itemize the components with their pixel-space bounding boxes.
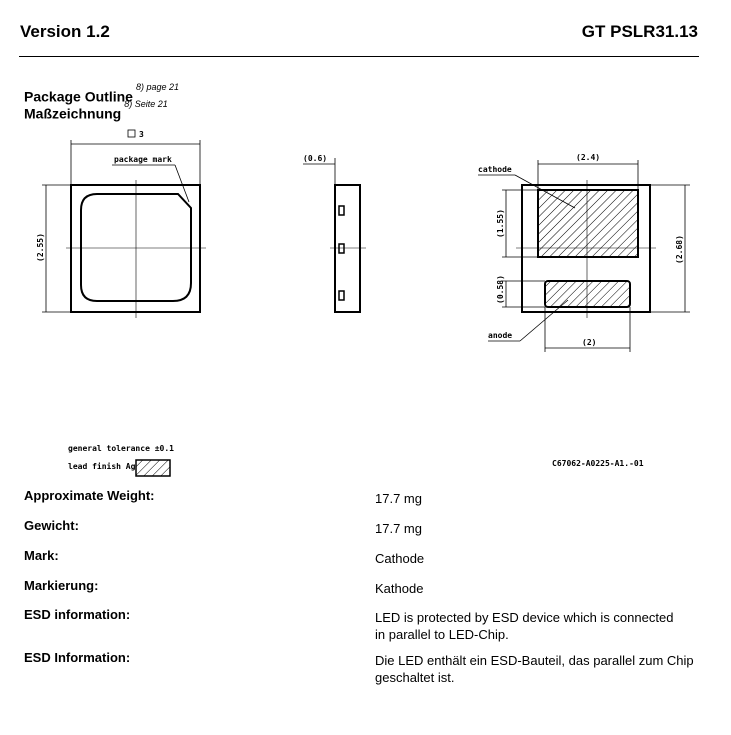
bottom-view: (2.4) cathode (1.55) (0.58) (2.68) anode… — [478, 153, 690, 352]
section-ref-de: 8) Seite 21 — [124, 99, 168, 109]
section-title-de-text: Maßzeichnung — [24, 105, 122, 122]
product-name: GT PSLR31.13 — [581, 22, 698, 41]
top-view: 3 package mark (2.55) — [36, 129, 206, 318]
dimension-left: (2.55) — [36, 233, 45, 262]
dimension-top-right: (2.4) — [576, 153, 600, 162]
cathode-pad — [537, 189, 639, 258]
section-ref-en: 8) page 21 — [135, 82, 179, 92]
lens-outline — [80, 193, 192, 302]
header-divider — [19, 56, 699, 57]
package-body-side — [334, 184, 361, 313]
spec-label-mark: Mark: — [24, 548, 59, 563]
section-title-en-text: Package Outline — [24, 88, 133, 105]
spec-value-markierung: Kathode — [375, 581, 424, 596]
spec-value-mark: Cathode — [375, 551, 425, 566]
side-dimension: (0.6) — [303, 154, 327, 163]
dimension-cathode-height: (1.55) — [496, 209, 505, 238]
package-mark-label: package mark — [114, 155, 172, 164]
spec-label-esd-de: ESD Information: — [24, 650, 131, 665]
package-outline-drawing: 3 package mark (2.55) (0.6) (2.4) — [36, 129, 690, 477]
spec-value-esd-en: LED is protected by ESD device which is … — [375, 610, 674, 642]
general-tolerance: general tolerance ±0.1 — [68, 444, 174, 453]
section-title-de: Maßzeichnung8) Seite 21 — [24, 99, 168, 122]
package-body-top — [70, 184, 201, 313]
spec-value-gewicht: 17.7 mg — [375, 521, 422, 536]
side-view: (0.6) — [303, 154, 366, 313]
spec-label-markierung: Markierung: — [24, 578, 99, 593]
lead-finish-swatch — [135, 459, 171, 477]
lead-finish-label: lead finish Ag — [68, 461, 136, 471]
dimension-bottom: (2) — [582, 338, 596, 347]
drawing-number: C67062-A0225-A1.-01 — [552, 459, 644, 468]
package-body-bottom — [521, 184, 651, 313]
spec-value-weight: 17.7 mg — [375, 491, 422, 506]
dimension-anode-height: (0.58) — [496, 275, 505, 304]
projection-symbol-icon — [127, 129, 136, 138]
document-version: Version 1.2 — [20, 22, 110, 41]
spec-label-gewicht: Gewicht: — [24, 518, 79, 533]
dimension-right: (2.68) — [675, 235, 684, 264]
anode-pad — [544, 280, 631, 308]
cathode-label: cathode — [478, 165, 512, 174]
anode-label: anode — [488, 331, 512, 340]
section-title-en: Package Outline8) page 21 — [24, 82, 179, 105]
top-dimension: 3 — [139, 130, 144, 139]
spec-label-weight: Approximate Weight: — [24, 488, 155, 503]
spec-label-esd-en: ESD information: — [24, 607, 131, 622]
spec-value-esd-de: Die LED enthält ein ESD-Bauteil, das par… — [375, 653, 694, 685]
